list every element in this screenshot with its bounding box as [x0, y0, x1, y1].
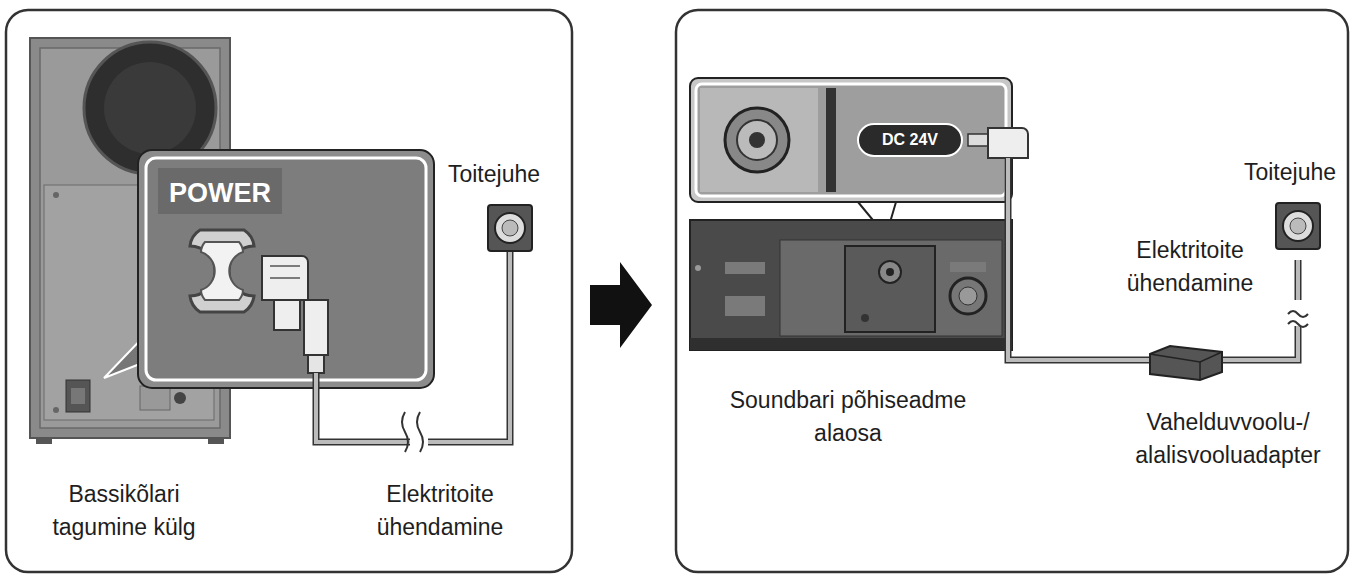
step-arrow — [590, 262, 652, 348]
part-label: Toitejuhe — [1230, 156, 1350, 189]
step-label: Elektritoite ühendamine — [1100, 234, 1280, 301]
right-panel — [676, 10, 1348, 572]
part-label: Toitejuhe — [429, 158, 559, 191]
port-label: POWER — [150, 174, 290, 213]
port-label: DC 24V — [860, 129, 960, 151]
part-label: Soundbari põhiseadme alaosa — [703, 384, 993, 451]
soundbar-bottom — [690, 220, 1012, 350]
wall-outlet — [488, 205, 532, 251]
dc-callout — [690, 78, 1012, 236]
power-plug-cable — [262, 252, 510, 452]
part-label: Vahelduvvoolu-/ alalisvooluadapter — [1108, 406, 1348, 473]
wall-outlet — [1276, 203, 1320, 249]
step-label: Elektritoite ühendamine — [350, 478, 530, 545]
left-panel — [6, 10, 572, 572]
part-label: Bassikõlari tagumine külg — [19, 478, 229, 545]
power-callout — [138, 150, 434, 388]
